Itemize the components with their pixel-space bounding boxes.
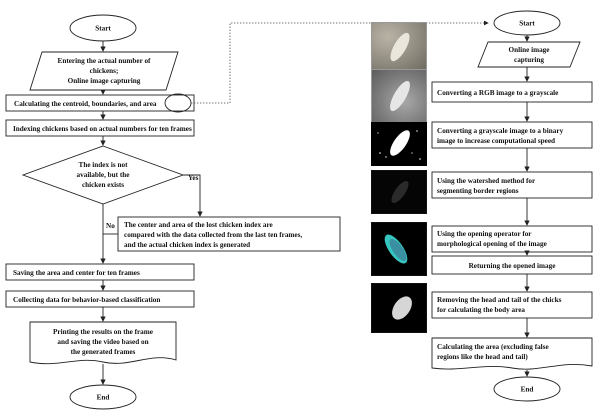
right-watershed-line2: segmenting border regions (437, 187, 519, 195)
left-decision-line3: chicken exists (82, 181, 124, 189)
left-input-parallelogram (29, 51, 179, 91)
left-end-terminal (69, 384, 137, 410)
right-binary-line1: Converting a grayscale image to a binary (437, 127, 564, 135)
dotted-connector (191, 20, 489, 104)
left-start-label: Start (95, 25, 111, 33)
right-area-line2: regions like the head and tail) (437, 353, 528, 361)
left-input-line1: Entering the actual number of (58, 57, 152, 65)
right-binary-box (431, 121, 593, 149)
right-area-line1: Calculating the area (excluding false (437, 343, 549, 351)
left-saving-label: Saving the area and center for ten frame… (13, 269, 140, 277)
binary-frame-thumbnail (371, 122, 427, 166)
left-lost-line2: compared with the data collected from th… (124, 231, 302, 239)
left-output-line2: and saving the video based on (57, 338, 148, 346)
right-flowchart: Start Online image capturing Converting … (431, 10, 593, 402)
right-remove-line1: Removing the head and tail of the chicks (437, 296, 562, 304)
right-start-label: Start (519, 20, 535, 28)
left-collect-label: Collecting data for behavior-based class… (13, 296, 160, 304)
left-output-document (29, 321, 177, 365)
right-opening-line2: morphological opening of the image (437, 240, 547, 248)
left-decision-line2: available, but the (77, 171, 130, 179)
right-binary-line2: image to increase computational speed (437, 137, 555, 145)
left-input-line2: chickens; (90, 67, 119, 75)
right-input-parallelogram (477, 41, 581, 68)
right-input-line1: Online image (509, 46, 550, 54)
right-end-terminal (493, 376, 561, 402)
right-watershed-box (431, 171, 593, 199)
left-output-line3: the generated frames (71, 348, 136, 356)
right-watershed-line1: Using the watershed method for (437, 177, 536, 185)
right-opening-line1: Using the opening operator for (437, 230, 532, 238)
right-area-document (431, 337, 593, 370)
left-saving-box (5, 263, 195, 281)
watershed-frame-thumbnail (371, 170, 427, 214)
left-lost-line1: The center and area of the lost chicken … (124, 221, 273, 229)
left-end-label: End (97, 394, 110, 402)
right-returning-label: Returning the opened image (469, 262, 556, 270)
left-output-line1: Printing the results on the frame (53, 328, 153, 336)
right-end-label: End (521, 386, 534, 394)
left-flowchart: Start Entering the actual number of chic… (5, 14, 341, 410)
right-grayscale-box (431, 81, 593, 103)
right-remove-box (431, 291, 593, 319)
left-calc-label: Calculating the centroid, boundaries, an… (14, 100, 157, 108)
left-collect-box (5, 290, 195, 308)
right-opening-box (431, 225, 593, 253)
left-input-line3: Online image capturing (68, 77, 141, 85)
yes-label: Yes (188, 174, 199, 182)
right-input-line2: capturing (514, 56, 544, 64)
opening-frame-thumbnail (371, 222, 427, 276)
no-label: No (106, 222, 115, 230)
left-lost-line3: and the actual chicken index is generate… (124, 241, 250, 249)
right-returning-box (431, 255, 593, 275)
left-index-label: Indexing chickens based on actual number… (13, 125, 192, 133)
right-grayscale-label: Converting a RGB image to a grayscale (437, 89, 558, 97)
grayscale-frame-thumbnail (371, 69, 427, 123)
left-decision-line1: The index is not (79, 161, 129, 169)
body-area-frame-thumbnail (371, 283, 427, 333)
left-index-box (5, 119, 195, 137)
original-frame-thumbnail (371, 22, 427, 70)
right-remove-line2: for calculating the body area (437, 306, 525, 314)
